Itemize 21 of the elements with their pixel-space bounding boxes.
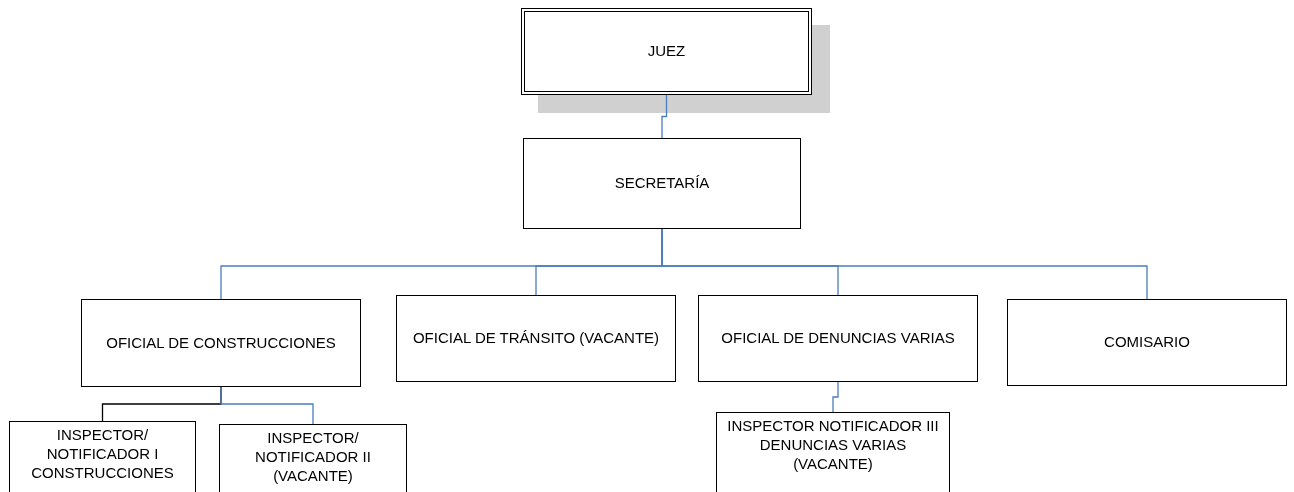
position-title: OFICIAL DE TRÁNSITO (VACANTE) [412,329,660,348]
connector-line [832,381,839,413]
org-box [698,295,978,382]
org-box [1007,299,1287,386]
org-box [219,424,407,492]
org-box [523,138,801,229]
position-title: OFICIAL DE CONSTRUCCIONES [106,333,336,353]
org-box [81,299,361,387]
position-title: SECRETARÍA [614,174,710,193]
position-title: INSPECTOR/ NOTIFICADOR I CONSTRUCCIONES [30,426,175,483]
org-box [9,421,196,492]
position-title: OFICIAL DE DENUNCIAS VARIAS [721,329,955,348]
org-box [396,295,676,382]
connector-line [220,386,314,425]
position-title: JUEZ [647,42,686,61]
position-title: COMISARIO [1104,333,1190,352]
org-box [716,412,950,492]
position-title: INSPECTOR/ NOTIFICADOR II (VACANTE) [254,429,372,486]
position-title: INSPECTOR NOTIFICADOR III DENUNCIAS VARIAS (VACANTE) [726,417,940,474]
org-box [521,8,812,95]
connector-line [661,94,668,139]
